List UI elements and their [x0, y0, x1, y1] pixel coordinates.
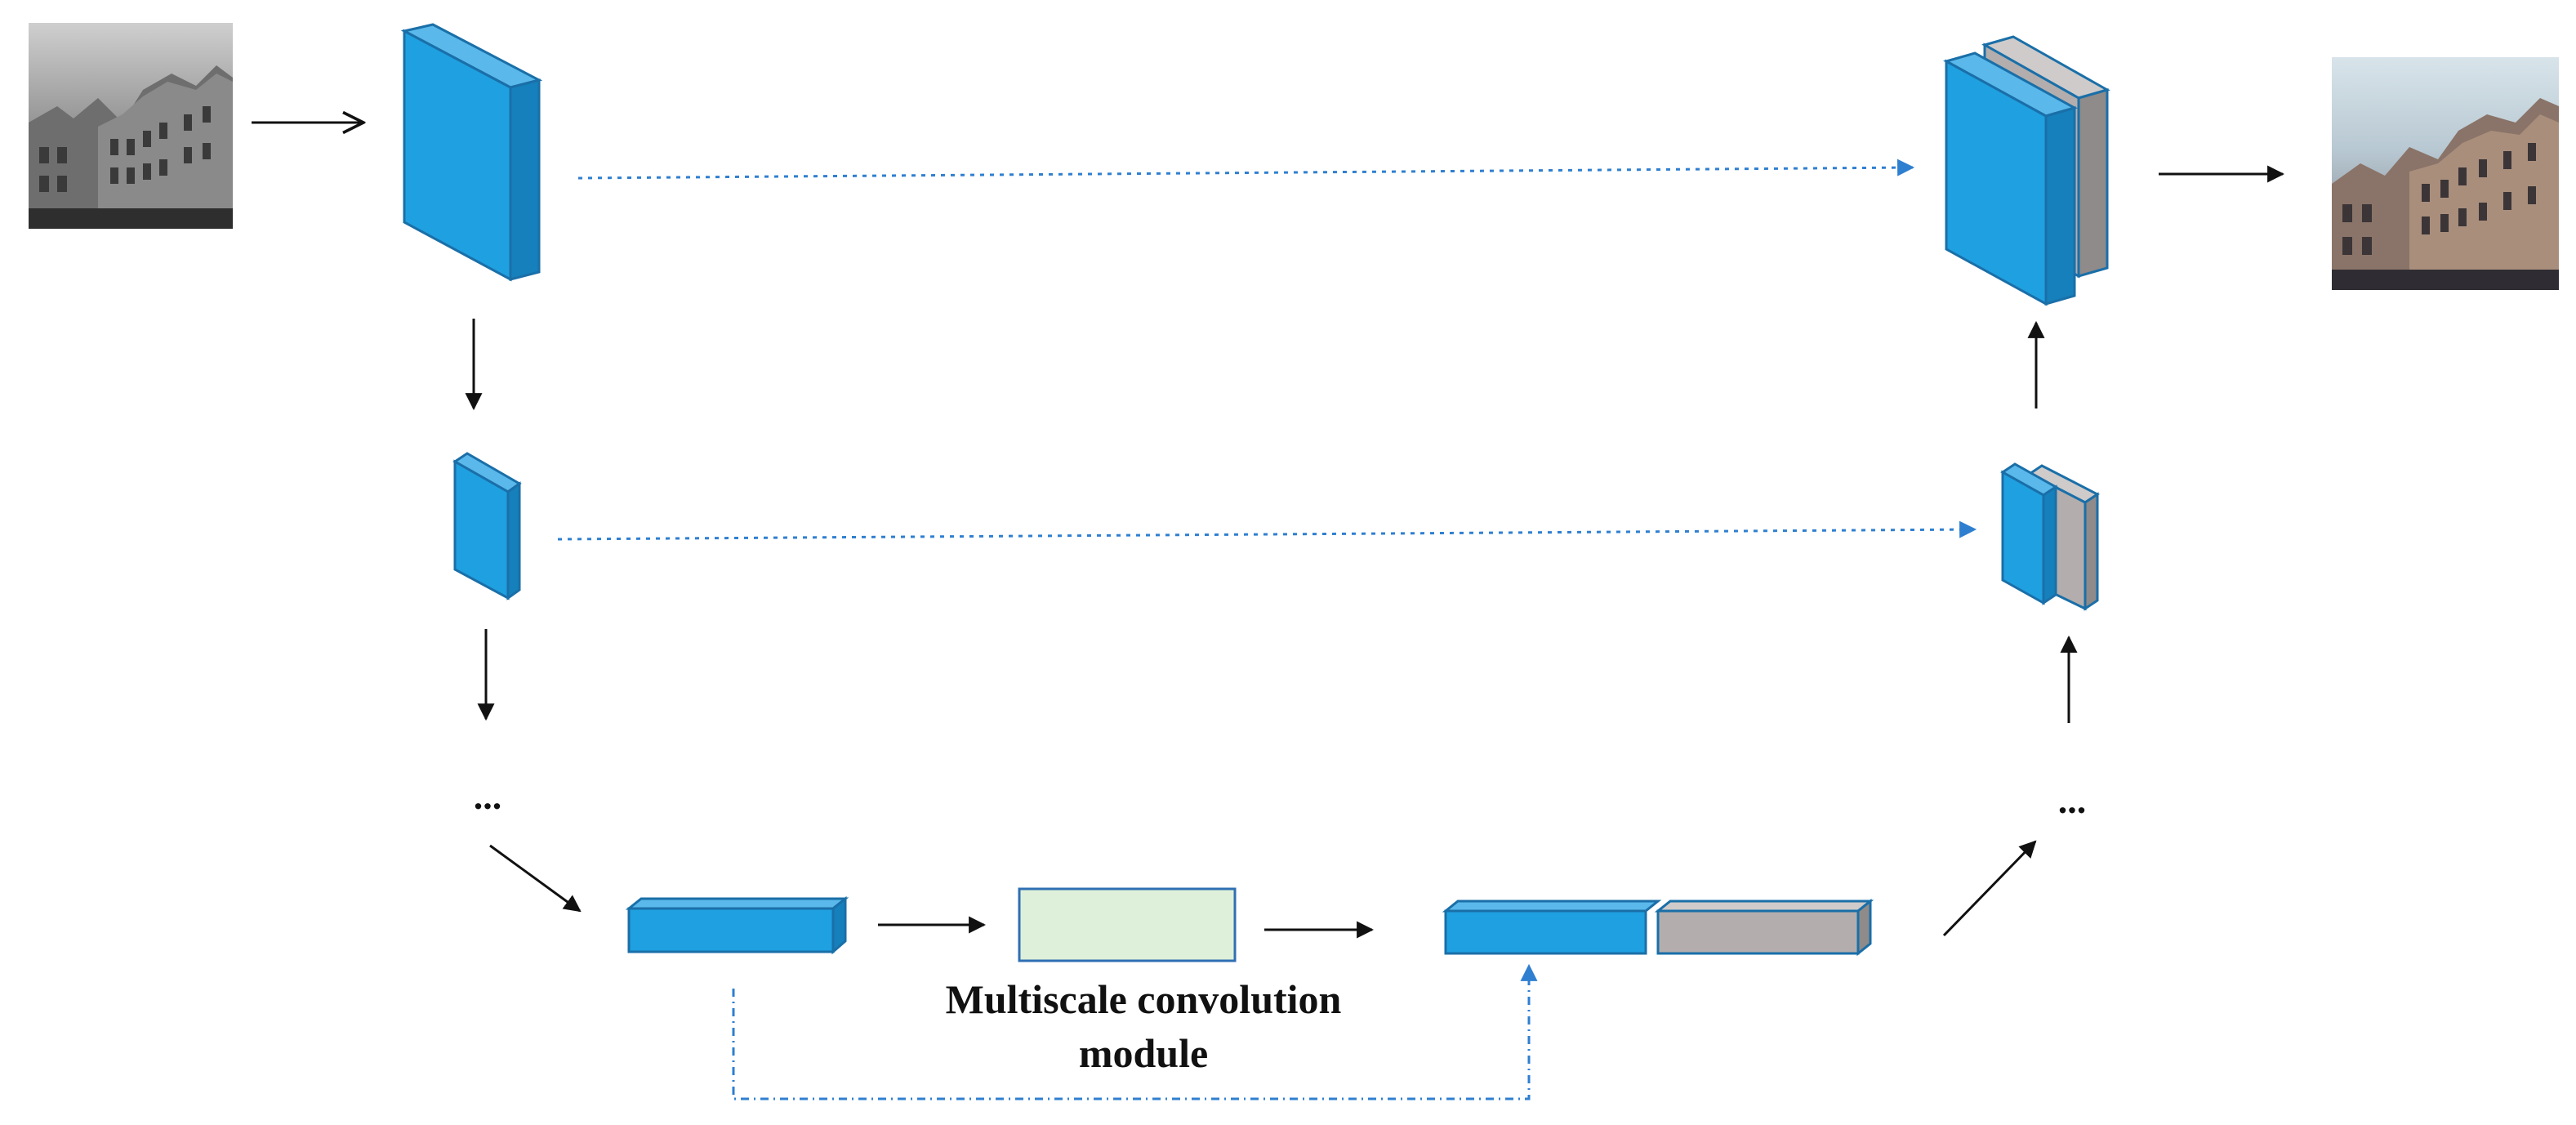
decoder-bottom-block — [1442, 898, 1874, 957]
module-label-line2: module — [1078, 1030, 1209, 1076]
skip-connection-2 — [557, 520, 1977, 541]
downsample-arrow-3 — [489, 844, 582, 913]
decoder-block-1 — [1943, 35, 2110, 306]
skip-connection-1 — [577, 158, 1915, 180]
input-grayscale-image — [29, 23, 233, 229]
ellipsis-left: ... — [474, 775, 502, 817]
multiscale-convolution-module — [1018, 887, 1237, 962]
module-label-line1: Multiscale convolution — [945, 976, 1342, 1022]
encoder-block-1 — [400, 23, 543, 282]
ellipsis-right: ... — [2058, 779, 2087, 821]
output-colorized-image — [2332, 57, 2559, 290]
decoder-block-2 — [2000, 462, 2100, 611]
bottleneck-block — [625, 895, 849, 955]
multiscale-module-label: Multiscale convolution module — [833, 972, 1454, 1080]
encoder-block-2 — [452, 452, 522, 600]
upsample-arrow-1 — [1942, 840, 2037, 937]
